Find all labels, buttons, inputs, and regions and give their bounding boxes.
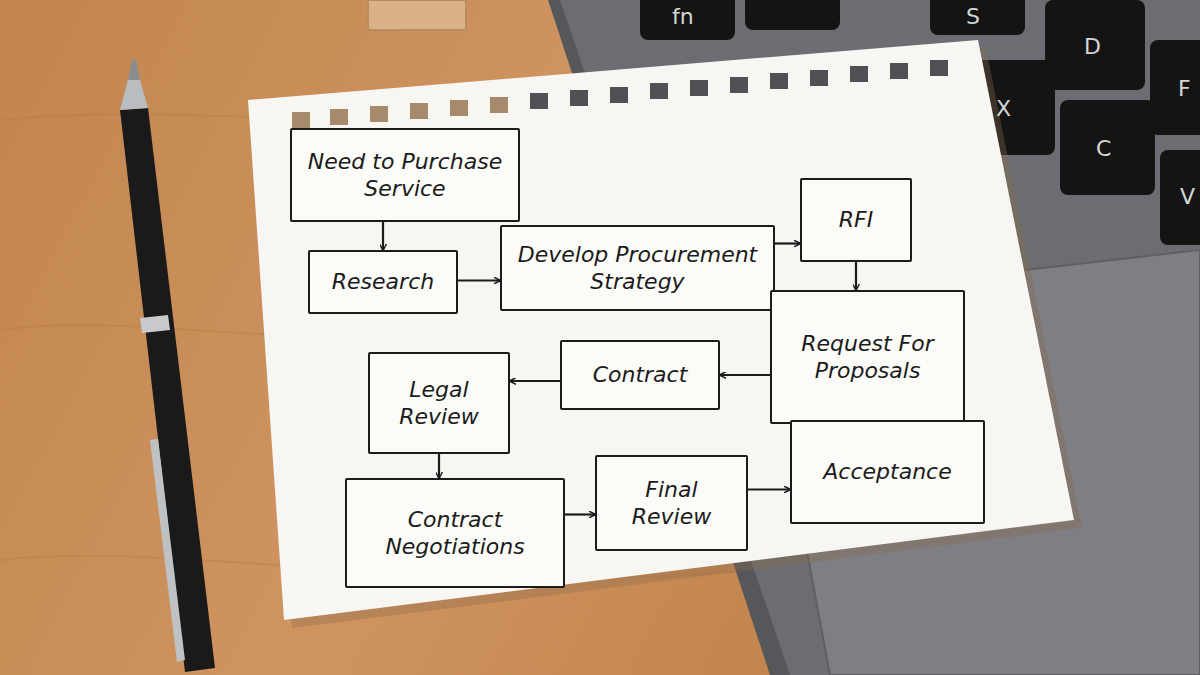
key-label: D <box>1084 34 1101 59</box>
process-box: Final Review <box>595 455 748 551</box>
box-label: Final Review <box>607 476 736 531</box>
process-box: Develop Procurement Strategy <box>500 225 775 311</box>
box-label: Research <box>332 268 434 296</box>
process-box: Legal Review <box>368 352 510 454</box>
key-label: V <box>1180 184 1195 209</box>
key-label: F <box>1178 76 1191 101</box>
flow-arrow <box>458 279 500 281</box>
flow-arrow <box>438 454 440 478</box>
flow-arrow <box>855 262 857 290</box>
pen <box>120 60 215 672</box>
process-box: Contract <box>560 340 720 410</box>
process-box: Need to Purchase Service <box>290 128 520 222</box>
process-box: RFI <box>800 178 912 262</box>
flow-arrow <box>748 488 790 490</box>
process-box: Acceptance <box>790 420 985 524</box>
process-box: Contract Negotiations <box>345 478 565 588</box>
key-label: X <box>996 96 1011 121</box>
box-label: Acceptance <box>823 458 951 486</box>
flow-arrow <box>510 380 560 382</box>
flow-arrow <box>382 222 384 250</box>
flow-arrow <box>775 242 800 244</box>
key-label: C <box>1096 136 1111 161</box>
box-label: Request For Proposals <box>782 330 953 385</box>
flow-arrow <box>565 513 595 515</box>
process-box: Research <box>308 250 458 314</box>
process-box: Request For Proposals <box>770 290 965 424</box>
wooden-block <box>368 0 466 30</box>
box-label: Contract <box>593 361 688 389</box>
box-label: Contract Negotiations <box>357 506 553 561</box>
box-label: Need to Purchase Service <box>302 148 508 203</box>
flow-arrow <box>720 374 770 376</box>
box-label: RFI <box>839 206 873 234</box>
key-label: S <box>966 4 980 29</box>
notebook-paper <box>248 40 1074 620</box>
paper-perforations <box>292 60 948 128</box>
box-label: Develop Procurement Strategy <box>512 241 763 296</box>
key-label: fn <box>672 4 694 29</box>
box-label: Legal Review <box>380 376 498 431</box>
